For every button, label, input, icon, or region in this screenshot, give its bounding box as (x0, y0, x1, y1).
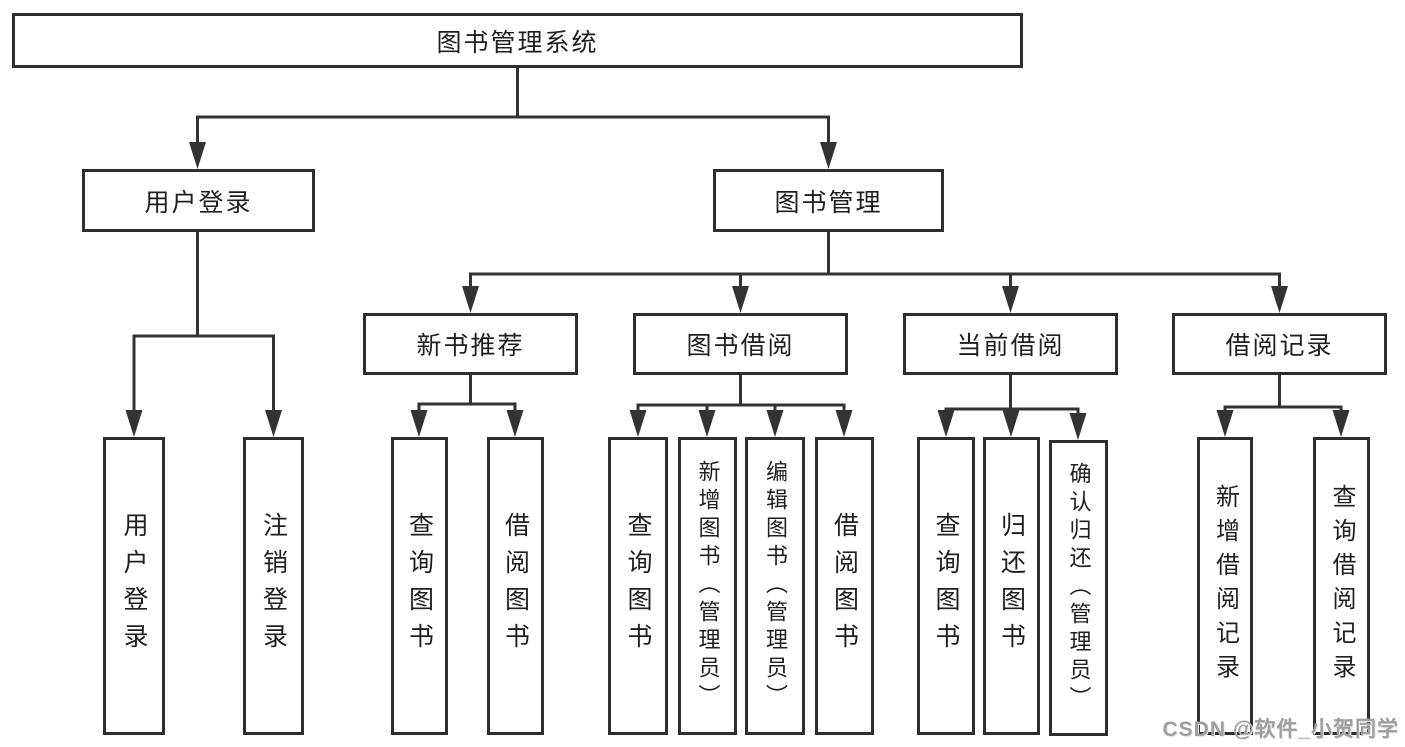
node-borrow-books-borrowing: 借阅图书 (815, 437, 874, 735)
node-user-login-leaf-label: 用户登录 (120, 512, 148, 660)
node-book-management: 图书管理 (713, 169, 944, 232)
node-confirm-return-admin-label: 确认归还（管理员） (1066, 462, 1092, 714)
node-current-borrowing: 当前借阅 (903, 313, 1118, 375)
node-edit-books-admin-label: 编辑图书（管理员） (763, 460, 788, 712)
node-add-books-admin-label: 新增图书（管理员） (695, 460, 721, 712)
node-query-books-borrowing: 查询图书 (608, 437, 668, 735)
node-query-books-recommend: 查询图书 (391, 437, 448, 735)
node-query-books-borrowing-label: 查询图书 (624, 512, 652, 660)
node-add-books-admin: 新增图书（管理员） (678, 437, 737, 735)
node-system-root: 图书管理系统 (12, 13, 1023, 68)
node-add-borrow-record-label: 新增借阅记录 (1211, 484, 1239, 688)
node-borrow-books-borrowing-label: 借阅图书 (830, 512, 859, 660)
node-return-books-label: 归还图书 (997, 512, 1026, 660)
node-logout-leaf: 注销登录 (243, 437, 304, 735)
node-user-login-label: 用户登录 (144, 188, 253, 217)
node-borrow-books-recommend-label: 借阅图书 (501, 512, 530, 660)
node-system-root-label: 图书管理系统 (436, 28, 599, 57)
node-edit-books-admin: 编辑图书（管理员） (745, 437, 805, 735)
node-return-books: 归还图书 (983, 437, 1040, 735)
node-borrow-books-recommend: 借阅图书 (487, 437, 544, 735)
node-new-book-recommendation-label: 新书推荐 (416, 332, 525, 360)
node-user-login-leaf: 用户登录 (103, 437, 165, 735)
node-borrowing-records-label: 借阅记录 (1225, 332, 1334, 360)
node-add-borrow-record: 新增借阅记录 (1197, 437, 1253, 735)
node-book-borrowing: 图书借阅 (633, 313, 848, 375)
node-confirm-return-admin: 确认归还（管理员） (1049, 440, 1108, 736)
node-logout-leaf-label: 注销登录 (259, 512, 288, 660)
node-query-borrow-record: 查询借阅记录 (1313, 437, 1370, 735)
node-current-borrowing-label: 当前借阅 (956, 332, 1065, 360)
node-user-login: 用户登录 (82, 169, 315, 232)
node-book-management-label: 图书管理 (774, 188, 883, 217)
node-new-book-recommendation: 新书推荐 (363, 313, 578, 375)
watermark: CSDN @软件_小贺同学 (1162, 718, 1399, 741)
node-query-books-current: 查询图书 (917, 437, 975, 735)
node-book-borrowing-label: 图书借阅 (686, 332, 795, 360)
node-query-borrow-record-label: 查询借阅记录 (1328, 484, 1355, 688)
node-query-books-current-label: 查询图书 (932, 512, 960, 660)
node-borrowing-records: 借阅记录 (1172, 313, 1387, 375)
node-query-books-recommend-label: 查询图书 (405, 512, 434, 660)
